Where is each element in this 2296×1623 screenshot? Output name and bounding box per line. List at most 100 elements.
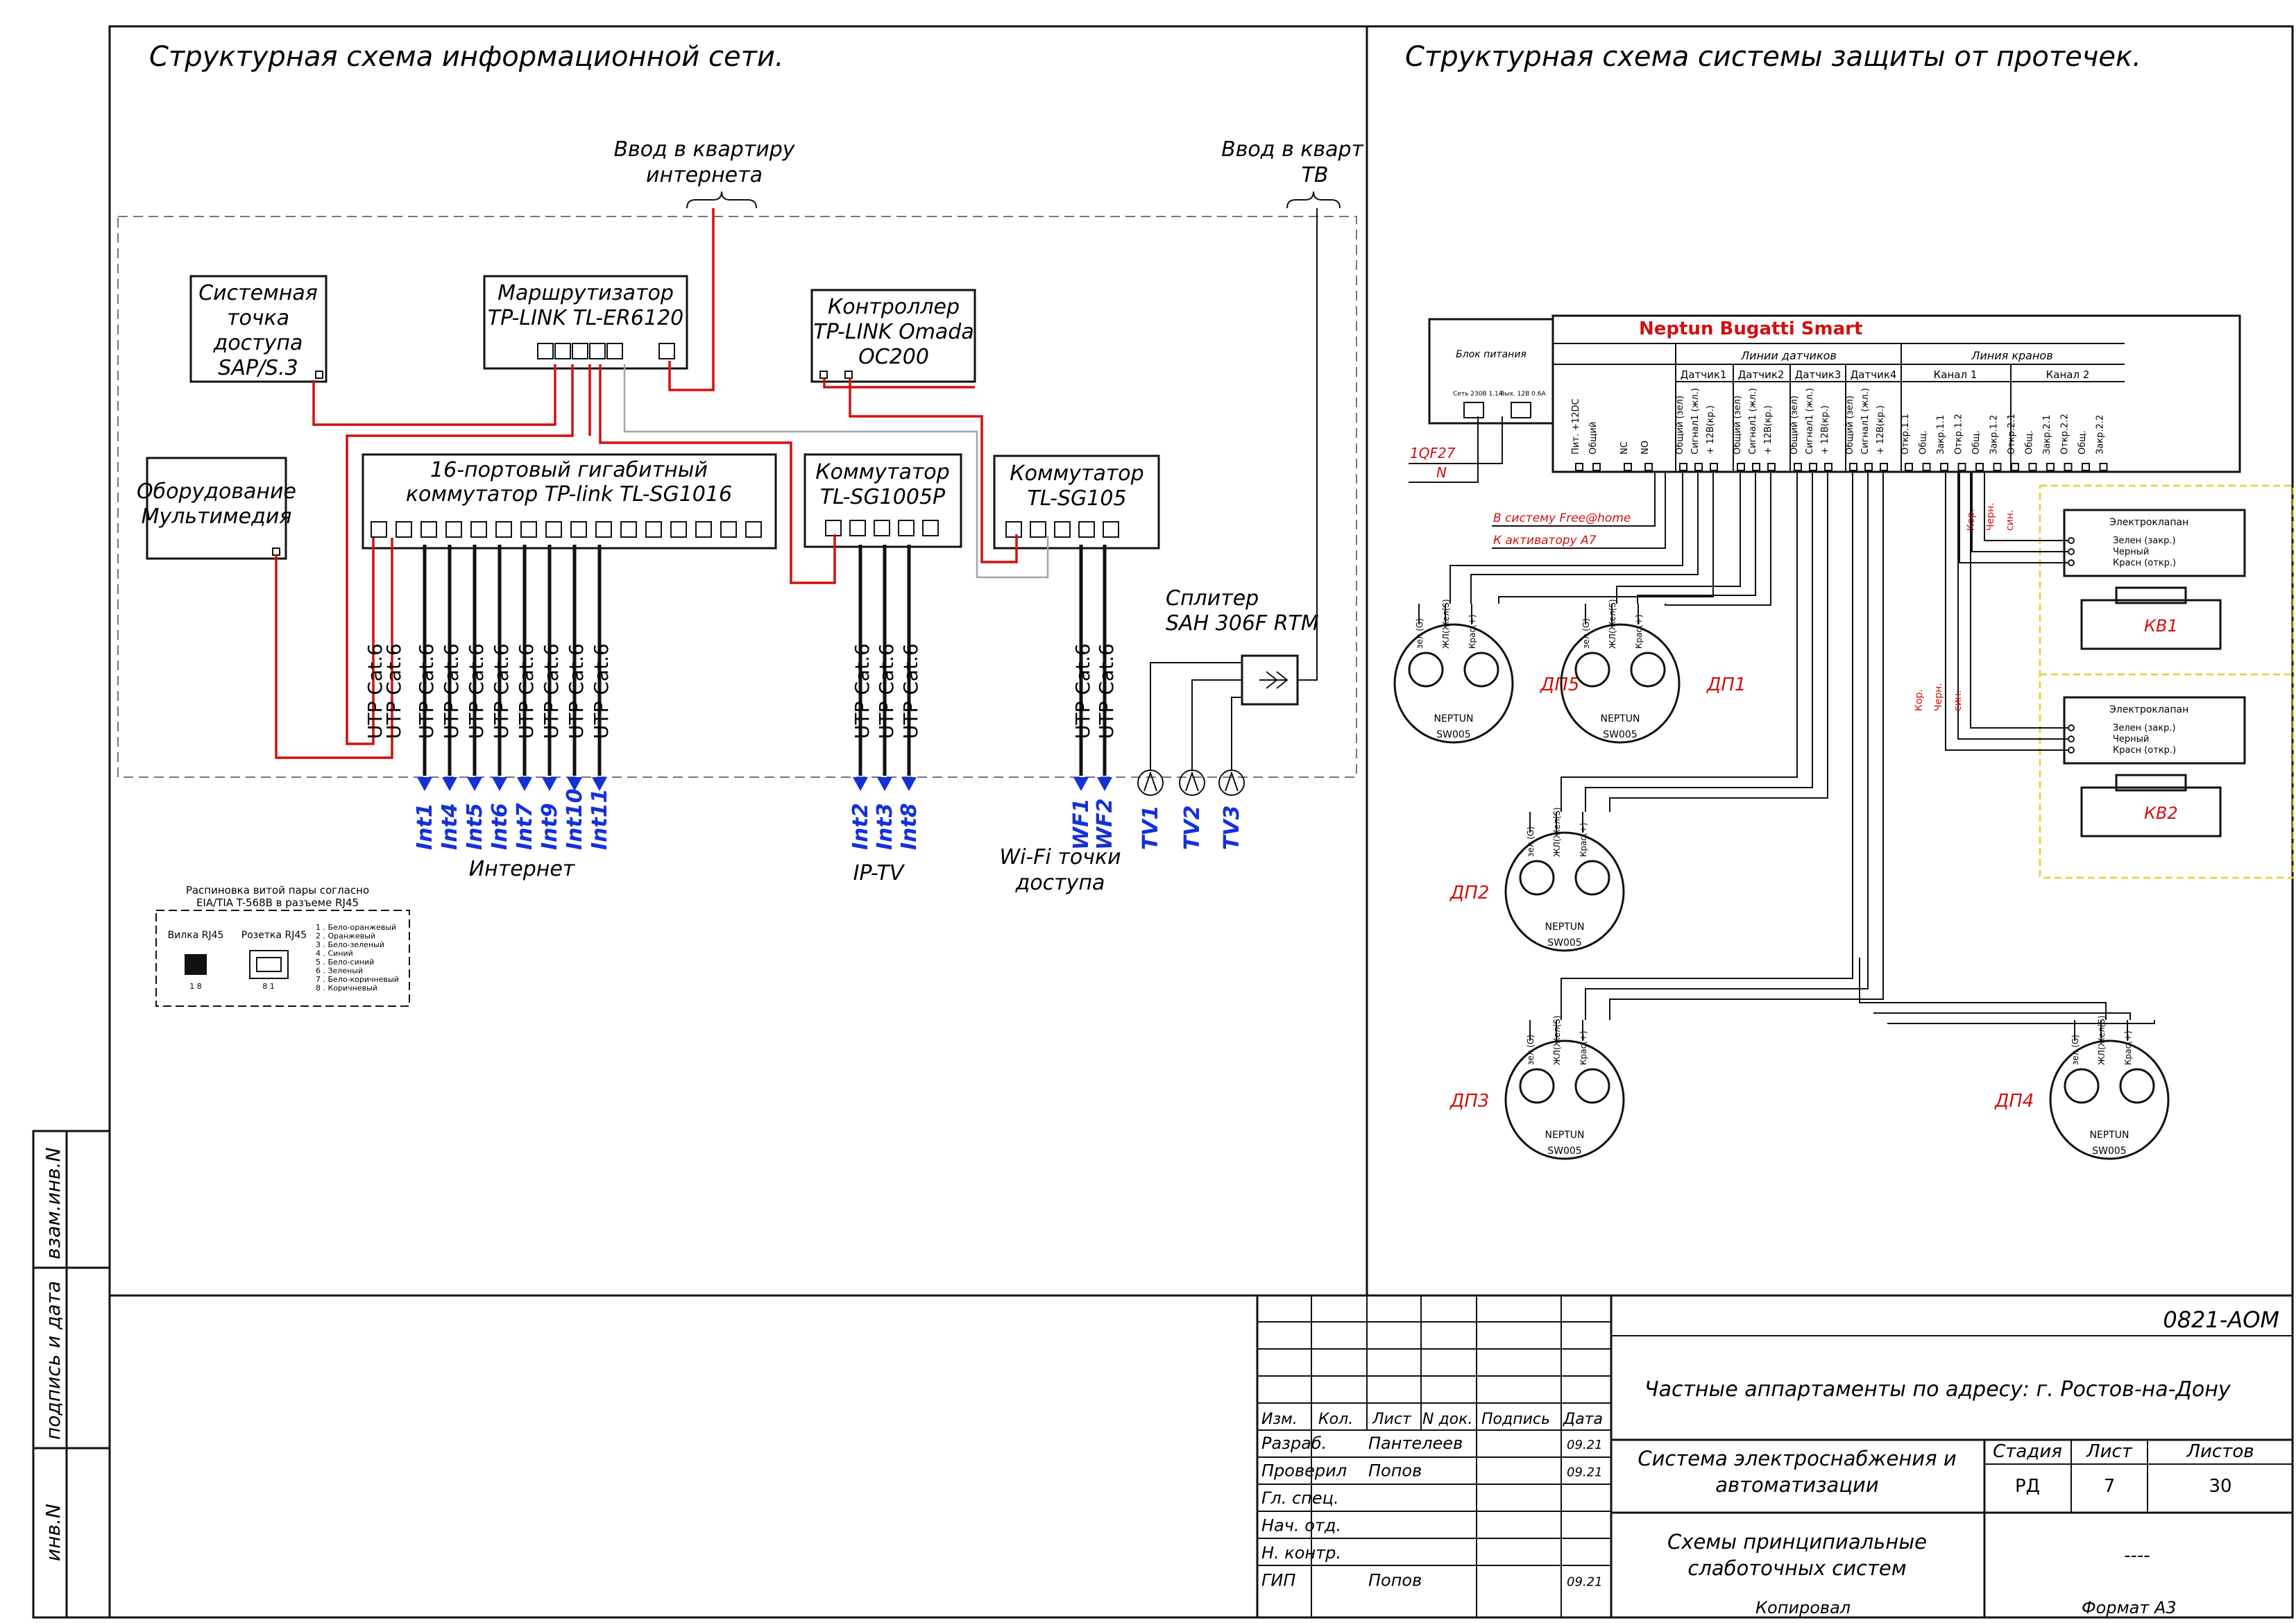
outlet-label: Int4 bbox=[438, 803, 462, 850]
svg-text:Блок питания: Блок питания bbox=[1456, 349, 1527, 360]
svg-text:Канал 1: Канал 1 bbox=[1934, 368, 1978, 381]
svg-text:4 . Синий: 4 . Синий bbox=[316, 949, 353, 958]
utp-label: UTP Cat.6 bbox=[851, 643, 874, 739]
rj45-plug-icon bbox=[185, 954, 207, 975]
terminal bbox=[2011, 463, 2019, 471]
svg-text:доступа: доступа bbox=[213, 331, 303, 355]
terminal bbox=[2028, 463, 2037, 471]
terminal bbox=[1624, 463, 1632, 471]
svg-text:Коммутатор: Коммутатор bbox=[1010, 461, 1143, 486]
terminal bbox=[1975, 463, 1984, 471]
svg-text:NEPTUN: NEPTUN bbox=[1600, 713, 1640, 724]
svg-text:Сеть 230В 1.1А: Сеть 230В 1.1А bbox=[1453, 391, 1504, 398]
svg-text:син.: син. bbox=[1953, 690, 1964, 711]
terminal-label: Общ. bbox=[2077, 430, 2088, 454]
svg-text:Сплитер: Сплитер bbox=[1166, 586, 1259, 611]
svg-text:Крас(+): Крас(+) bbox=[1468, 614, 1477, 649]
sensor-wire bbox=[1637, 470, 1756, 604]
svg-text:Зелен (закр.): Зелен (закр.) bbox=[2113, 723, 2176, 733]
outlet-label: Int8 bbox=[897, 803, 921, 850]
tb-col-head: Изм. bbox=[1261, 1411, 1298, 1428]
svg-text:Черный: Черный bbox=[2113, 734, 2149, 745]
terminal bbox=[1644, 463, 1653, 471]
terminal bbox=[2099, 463, 2108, 471]
terminal-label: + 12В(кр.) bbox=[1876, 405, 1886, 454]
tb-system-1: Система электроснабжения и bbox=[1638, 1447, 1956, 1470]
svg-text:Крас(+): Крас(+) bbox=[1579, 822, 1588, 857]
svg-text:NEPTUN: NEPTUN bbox=[1545, 921, 1584, 933]
entry-tv-line2: ТВ bbox=[1302, 163, 1329, 187]
tb-date: 09.21 bbox=[1567, 1465, 1603, 1480]
device-splitter: Сплитер SAH 306F RTM bbox=[1166, 586, 1319, 706]
svg-text:точка: точка bbox=[227, 306, 289, 330]
tb-role: Нач. отд. bbox=[1261, 1516, 1341, 1536]
sensor-wire bbox=[1616, 470, 1741, 604]
utp-label: UTP Cat.6 bbox=[415, 643, 438, 739]
tv-outlet-label: TV1 bbox=[1139, 805, 1163, 850]
svg-text:TP-LINK Omada: TP-LINK Omada bbox=[813, 320, 973, 344]
sensor-wire bbox=[1470, 470, 1699, 604]
sensor-label: ДП5 bbox=[1540, 674, 1579, 695]
sensor-label: ДП4 bbox=[1994, 1091, 2034, 1112]
device-controller: Контроллер TP-LINK Omada OC200 bbox=[810, 289, 976, 383]
device-multimedia: Оборудование Мультимедия bbox=[137, 457, 296, 560]
outlet-label: Int9 bbox=[538, 803, 562, 850]
link-wires bbox=[1492, 472, 1666, 549]
entry-tv-line1: Ввод в кварт bbox=[1221, 137, 1364, 162]
utp-label: UTP Cat.6 bbox=[382, 643, 405, 739]
svg-text:Розетка RJ45: Розетка RJ45 bbox=[241, 930, 307, 941]
outlet-marker bbox=[492, 777, 507, 791]
svg-text:РД: РД bbox=[2015, 1476, 2040, 1497]
tb-name: Пантелеев bbox=[1368, 1434, 1463, 1453]
utp-label: UTP Cat.6 bbox=[590, 643, 613, 739]
entry-internet-line2: интернета bbox=[646, 163, 763, 187]
svg-text:SW005: SW005 bbox=[1603, 729, 1637, 740]
feed-label-n: N bbox=[1436, 464, 1447, 481]
sensor-label: ДП3 bbox=[1449, 1091, 1489, 1112]
svg-text:Контроллер: Контроллер bbox=[828, 295, 960, 319]
outlet-label: Int5 bbox=[463, 803, 487, 850]
terminal-label: Общий (зел) bbox=[1845, 396, 1855, 454]
svg-text:----: ---- bbox=[2124, 1545, 2150, 1566]
utp-label: UTP Cat.6 bbox=[540, 643, 563, 739]
device-switch5: Коммутатор TL-SG105 bbox=[993, 454, 1160, 550]
terminal-label: Общий bbox=[1588, 422, 1599, 454]
sensor-wiring bbox=[1449, 470, 2155, 1024]
svg-text:син.: син. bbox=[2005, 510, 2016, 531]
terminal-label: + 12В(кр.) bbox=[1706, 405, 1716, 454]
terminal bbox=[2064, 463, 2073, 471]
svg-text:Вых. 12В 0.6А: Вых. 12В 0.6А bbox=[1500, 391, 1546, 398]
svg-text:Канал 2: Канал 2 bbox=[2046, 368, 2090, 381]
outlet-marker bbox=[417, 777, 432, 791]
group-wifi-label-2: доступа bbox=[1015, 871, 1105, 895]
valve-body bbox=[2080, 599, 2222, 650]
svg-text:TL-SG1005P: TL-SG1005P bbox=[820, 485, 946, 509]
svg-text:Черный: Черный bbox=[2113, 547, 2149, 557]
device-sap: Системная точка доступа SAP/S.3 bbox=[189, 275, 328, 383]
entry-brace bbox=[686, 191, 757, 209]
terminal-label: Сигнал1 (жл.) bbox=[1748, 388, 1758, 454]
svg-text:OC200: OC200 bbox=[858, 345, 929, 369]
tb-role: Разраб. bbox=[1261, 1434, 1327, 1453]
outlet-marker bbox=[567, 777, 582, 791]
sensor-wire bbox=[1665, 470, 1771, 606]
svg-text:Датчик3: Датчик3 bbox=[1795, 368, 1842, 381]
utp-label: UTP Cat.6 bbox=[465, 643, 488, 739]
utp-label: UTP Cat.6 bbox=[440, 643, 463, 739]
svg-text:5 . Бело-синий: 5 . Бело-синий bbox=[316, 958, 374, 967]
svg-text:Электроклапан: Электроклапан bbox=[2109, 704, 2188, 715]
outlet-label: Int6 bbox=[488, 803, 512, 850]
entry-internet-line1: Ввод в квартиру bbox=[613, 137, 795, 162]
terminal-label: Откр.2.1 bbox=[2007, 414, 2017, 454]
tb-role: Н. контр. bbox=[1261, 1543, 1341, 1563]
sensor-wire bbox=[1449, 470, 1683, 604]
svg-text:Коммутатор: Коммутатор bbox=[815, 460, 949, 484]
left-title: Структурная схема информационной сети. bbox=[149, 41, 784, 73]
tv-outlet bbox=[1137, 770, 1164, 796]
